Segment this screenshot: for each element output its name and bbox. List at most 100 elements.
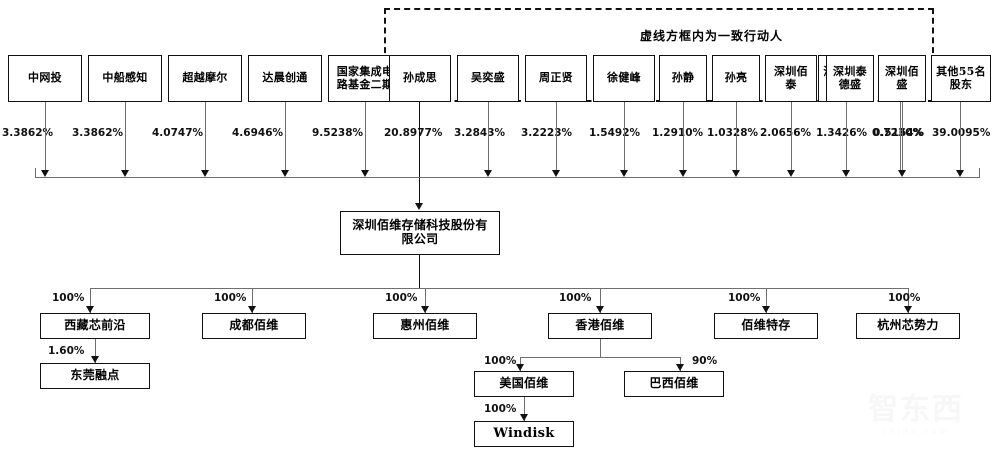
arrow-sh-14	[898, 170, 906, 177]
arrow-sh-1	[41, 170, 49, 177]
arrow-sh-8	[552, 170, 560, 177]
connector-sh-5	[365, 102, 366, 170]
shareholder-box-11: 孙亮	[712, 55, 760, 102]
shareholder-name: 国家集成电路基金二期	[336, 64, 394, 91]
connector-sh-3	[205, 102, 206, 170]
subsidiary-name: 香港佰维	[575, 318, 625, 333]
bus-left-stub	[35, 168, 36, 178]
pct-label-6: 20.8977%	[384, 127, 443, 139]
pct-sub-4: 100%	[559, 292, 592, 304]
shareholder-box-14-taidesheng: 深圳泰德盛	[826, 55, 874, 102]
shareholder-name: 中网投	[28, 71, 62, 85]
pct-label-13: 1.3426%	[816, 127, 868, 139]
connector-sub-1	[90, 288, 91, 313]
shareholder-box-12: 深圳佰泰	[765, 55, 817, 102]
arrow-us	[516, 364, 524, 371]
connector-sh-2	[125, 102, 126, 170]
subsidiary-name: 佰维特存	[741, 318, 791, 333]
company-name: 深圳佰维存储科技股份有限公司	[352, 218, 488, 246]
shareholder-box-10: 孙静	[659, 55, 707, 102]
shareholder-name: 孙成思	[403, 71, 437, 85]
sub-subsidiary-name: 巴西佰维	[649, 376, 699, 391]
shareholder-box-3: 超越摩尔	[168, 55, 242, 102]
pct-label-7: 3.2843%	[454, 127, 506, 139]
connector-sub-3	[425, 288, 426, 313]
pct-sub-6: 100%	[888, 292, 921, 304]
arrow-sub-5	[762, 306, 770, 313]
pct-sub-2: 100%	[214, 292, 247, 304]
arrow-sh-7	[484, 170, 492, 177]
pct-label-9: 1.5492%	[589, 127, 641, 139]
arrow-sub-6	[904, 306, 912, 313]
connector-xizang-to-dongguan	[95, 339, 96, 363]
shareholder-box-8: 周正贤	[525, 55, 587, 102]
arrow-dongguan	[91, 356, 99, 363]
pct-label-4: 4.6946%	[232, 127, 284, 139]
connector-sh-7	[488, 102, 489, 170]
arrow-windisk	[520, 414, 528, 421]
pct-sub-5: 100%	[728, 292, 761, 304]
shareholder-name: 徐健峰	[607, 71, 641, 85]
sub-subsidiary-box-dongguan: 东莞融点	[40, 363, 150, 389]
pct-windisk: 100%	[484, 403, 517, 415]
concert-party-note: 虚线方框内为一致行动人	[640, 29, 784, 43]
connector-sh-1	[45, 102, 46, 170]
watermark-logo: 智东西	[868, 392, 964, 427]
arrow-sub-1	[86, 306, 94, 313]
shareholder-name: 深圳佰泰	[774, 64, 808, 91]
pct-label-8: 3.2223%	[521, 127, 573, 139]
shareholder-name: 达晨创通	[262, 71, 308, 85]
arrow-into-company	[415, 203, 423, 210]
pct-label-2: 3.3862%	[72, 127, 124, 139]
arrow-sh-5	[361, 170, 369, 177]
company-box: 深圳佰维存储科技股份有限公司	[340, 211, 500, 255]
connector-company-down	[419, 255, 420, 288]
connector-sh-15	[902, 102, 903, 170]
sub-subsidiary-box-us: 美国佰维	[474, 371, 574, 397]
shareholder-name: 吴奕盛	[471, 71, 505, 85]
sub-subsidiary-name: 美国佰维	[499, 376, 549, 391]
connector-sh-4	[285, 102, 286, 170]
arrow-sh-12	[787, 170, 795, 177]
connector-hk-down	[600, 339, 601, 357]
connector-sh-10	[683, 102, 684, 170]
arrow-sub-4	[596, 306, 604, 313]
shareholder-box-9: 徐健峰	[593, 55, 655, 102]
pct-br: 90%	[692, 355, 718, 367]
connector-sub-4	[600, 288, 601, 313]
shareholder-name: 深圳泰德盛	[833, 64, 867, 91]
tier4-name: Windisk	[493, 425, 555, 441]
subsidiary-name: 成都佰维	[229, 318, 279, 333]
connector-sh-12	[791, 102, 792, 170]
shareholder-name: 孙静	[671, 71, 695, 85]
arrow-sh-4	[281, 170, 289, 177]
shareholder-name: 中船感知	[102, 71, 148, 85]
subsidiary-box-2: 成都佰维	[202, 313, 306, 339]
shareholder-name: 其他55名股东	[936, 64, 986, 91]
pct-label-1: 3.3862%	[2, 127, 54, 139]
pct-label-11: 1.0328%	[707, 127, 759, 139]
arrow-sh-16	[956, 170, 964, 177]
sub-subsidiary-name: 东莞融点	[70, 368, 120, 383]
arrow-sh-9	[620, 170, 628, 177]
subsidiary-box-3: 惠州佰维	[373, 313, 477, 339]
connector-sub-5	[766, 288, 767, 313]
bus-right-stub	[979, 168, 980, 178]
pct-label-10: 1.2910%	[652, 127, 704, 139]
connector-sh-11	[736, 102, 737, 170]
pct-label-12: 2.0656%	[760, 127, 812, 139]
shareholder-name: 深圳佰盛	[885, 64, 919, 91]
subsidiary-box-5: 佰维特存	[714, 313, 818, 339]
connector-sh-13	[846, 102, 847, 170]
shareholder-name: 超越摩尔	[182, 71, 228, 85]
pct-sub-1: 100%	[52, 292, 85, 304]
dashed-frame-mask-left	[386, 50, 434, 55]
subsidiary-name: 惠州佰维	[400, 318, 450, 333]
arrow-sub-2	[248, 306, 256, 313]
arrow-sh-3	[201, 170, 209, 177]
shareholder-name: 周正贤	[539, 71, 573, 85]
connector-sh-6-controller	[419, 102, 420, 206]
shareholder-box-16: 其他55名股东	[931, 55, 991, 102]
pct-label-3: 4.0747%	[152, 127, 204, 139]
